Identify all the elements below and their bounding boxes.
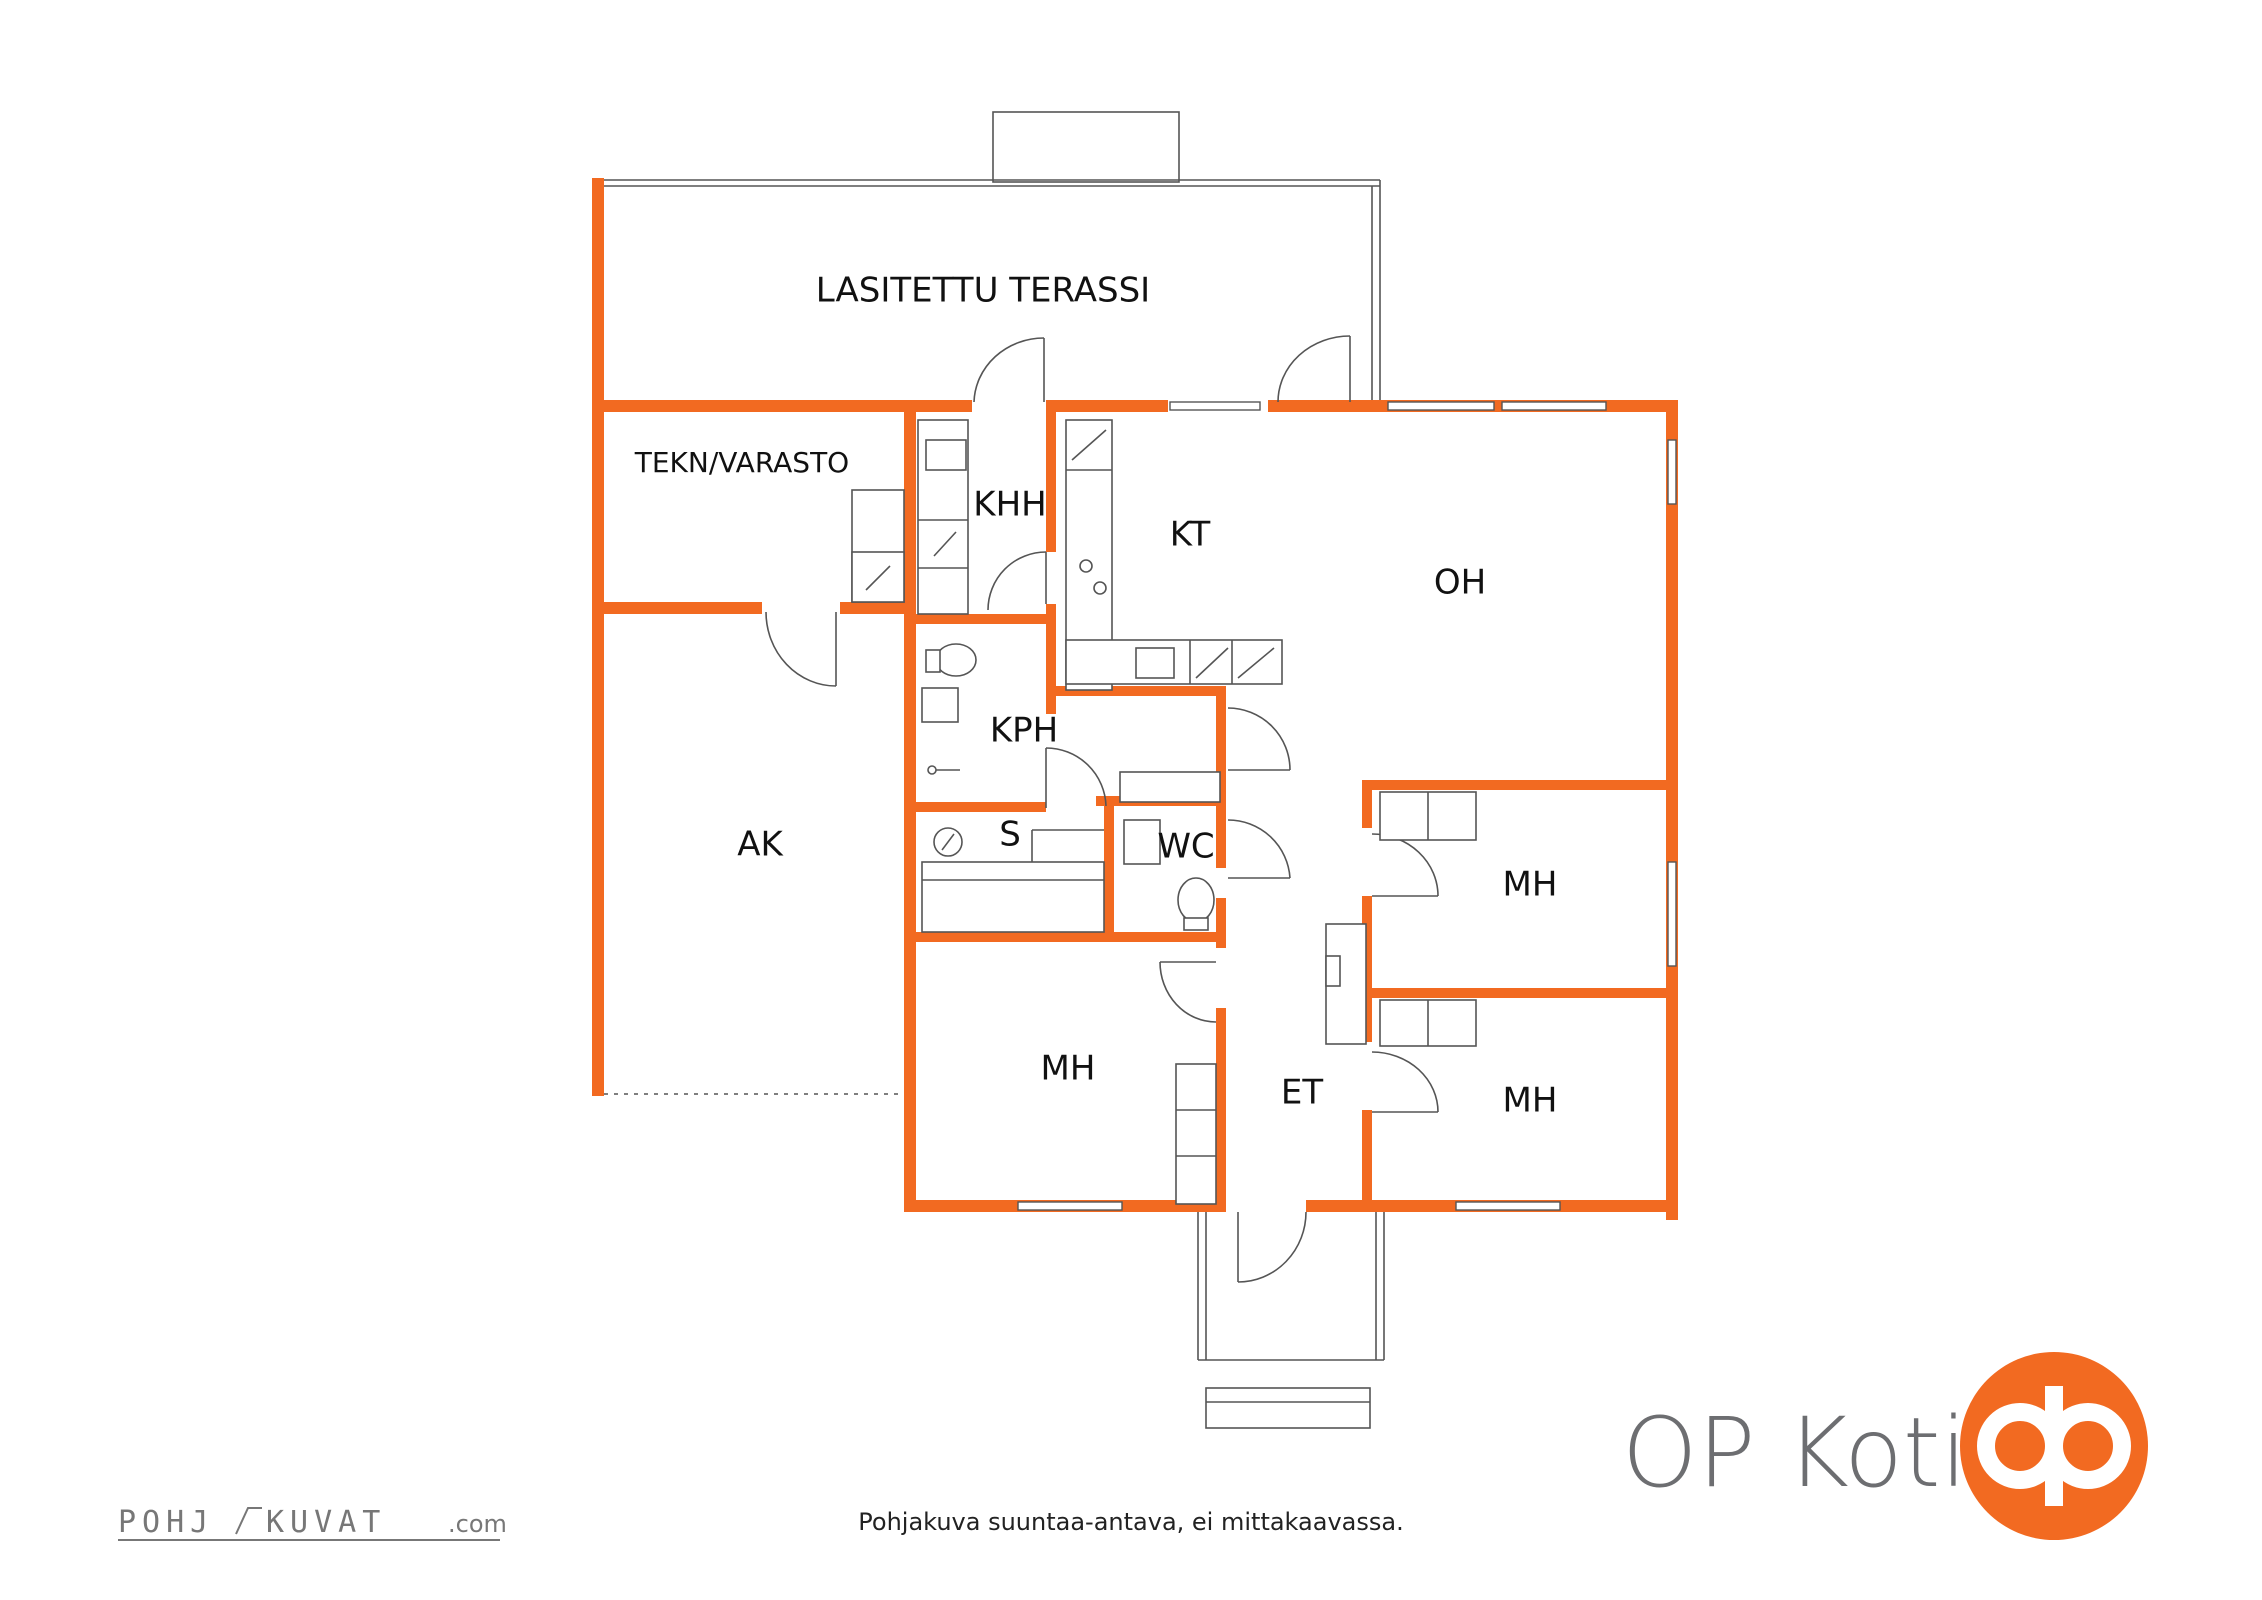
doors <box>765 335 1439 1283</box>
room-label-carport: AK <box>737 825 784 865</box>
room-label-living: OH <box>1434 563 1486 603</box>
op-logo-icon <box>1960 1352 2148 1540</box>
credit-second: KUVAT <box>266 1505 386 1540</box>
brand: OP Koti <box>1622 1352 2148 1540</box>
room-label-hall: ET <box>1281 1073 1323 1113</box>
fixtures <box>604 419 1477 1429</box>
room-labels: LASITETTU TERASSI TEKN/VARASTO KHH KT OH… <box>634 271 1558 1121</box>
room-label-bedroom-2: MH <box>1503 1081 1558 1121</box>
terrace-outline <box>598 111 1381 404</box>
pohjakuvat-logo: POHJ KUVAT .com <box>118 1505 507 1541</box>
brand-name: OP Koti <box>1622 1397 1967 1509</box>
room-label-sauna: S <box>999 815 1021 855</box>
room-label-bedroom-1: MH <box>1503 865 1558 905</box>
room-label-terrace: LASITETTU TERASSI <box>816 271 1150 311</box>
windows <box>1017 401 1677 1211</box>
room-label-utility: KHH <box>973 485 1046 525</box>
room-label-bedroom-3: MH <box>1041 1049 1096 1089</box>
room-label-bathroom: KPH <box>990 711 1058 751</box>
room-label-kitchen: KT <box>1170 515 1211 555</box>
room-label-tech-storage: TEKN/VARASTO <box>634 446 849 479</box>
disclaimer-text: Pohjakuva suuntaa-antava, ei mittakaavas… <box>858 1508 1403 1536</box>
room-label-toilet: WC <box>1157 827 1214 867</box>
footer: Pohjakuva suuntaa-antava, ei mittakaavas… <box>118 1505 1404 1541</box>
credit-mark-icon <box>235 1507 262 1535</box>
credit-suffix: .com <box>448 1510 507 1538</box>
credit-main: POHJ <box>118 1505 214 1540</box>
walls <box>592 178 1678 1220</box>
